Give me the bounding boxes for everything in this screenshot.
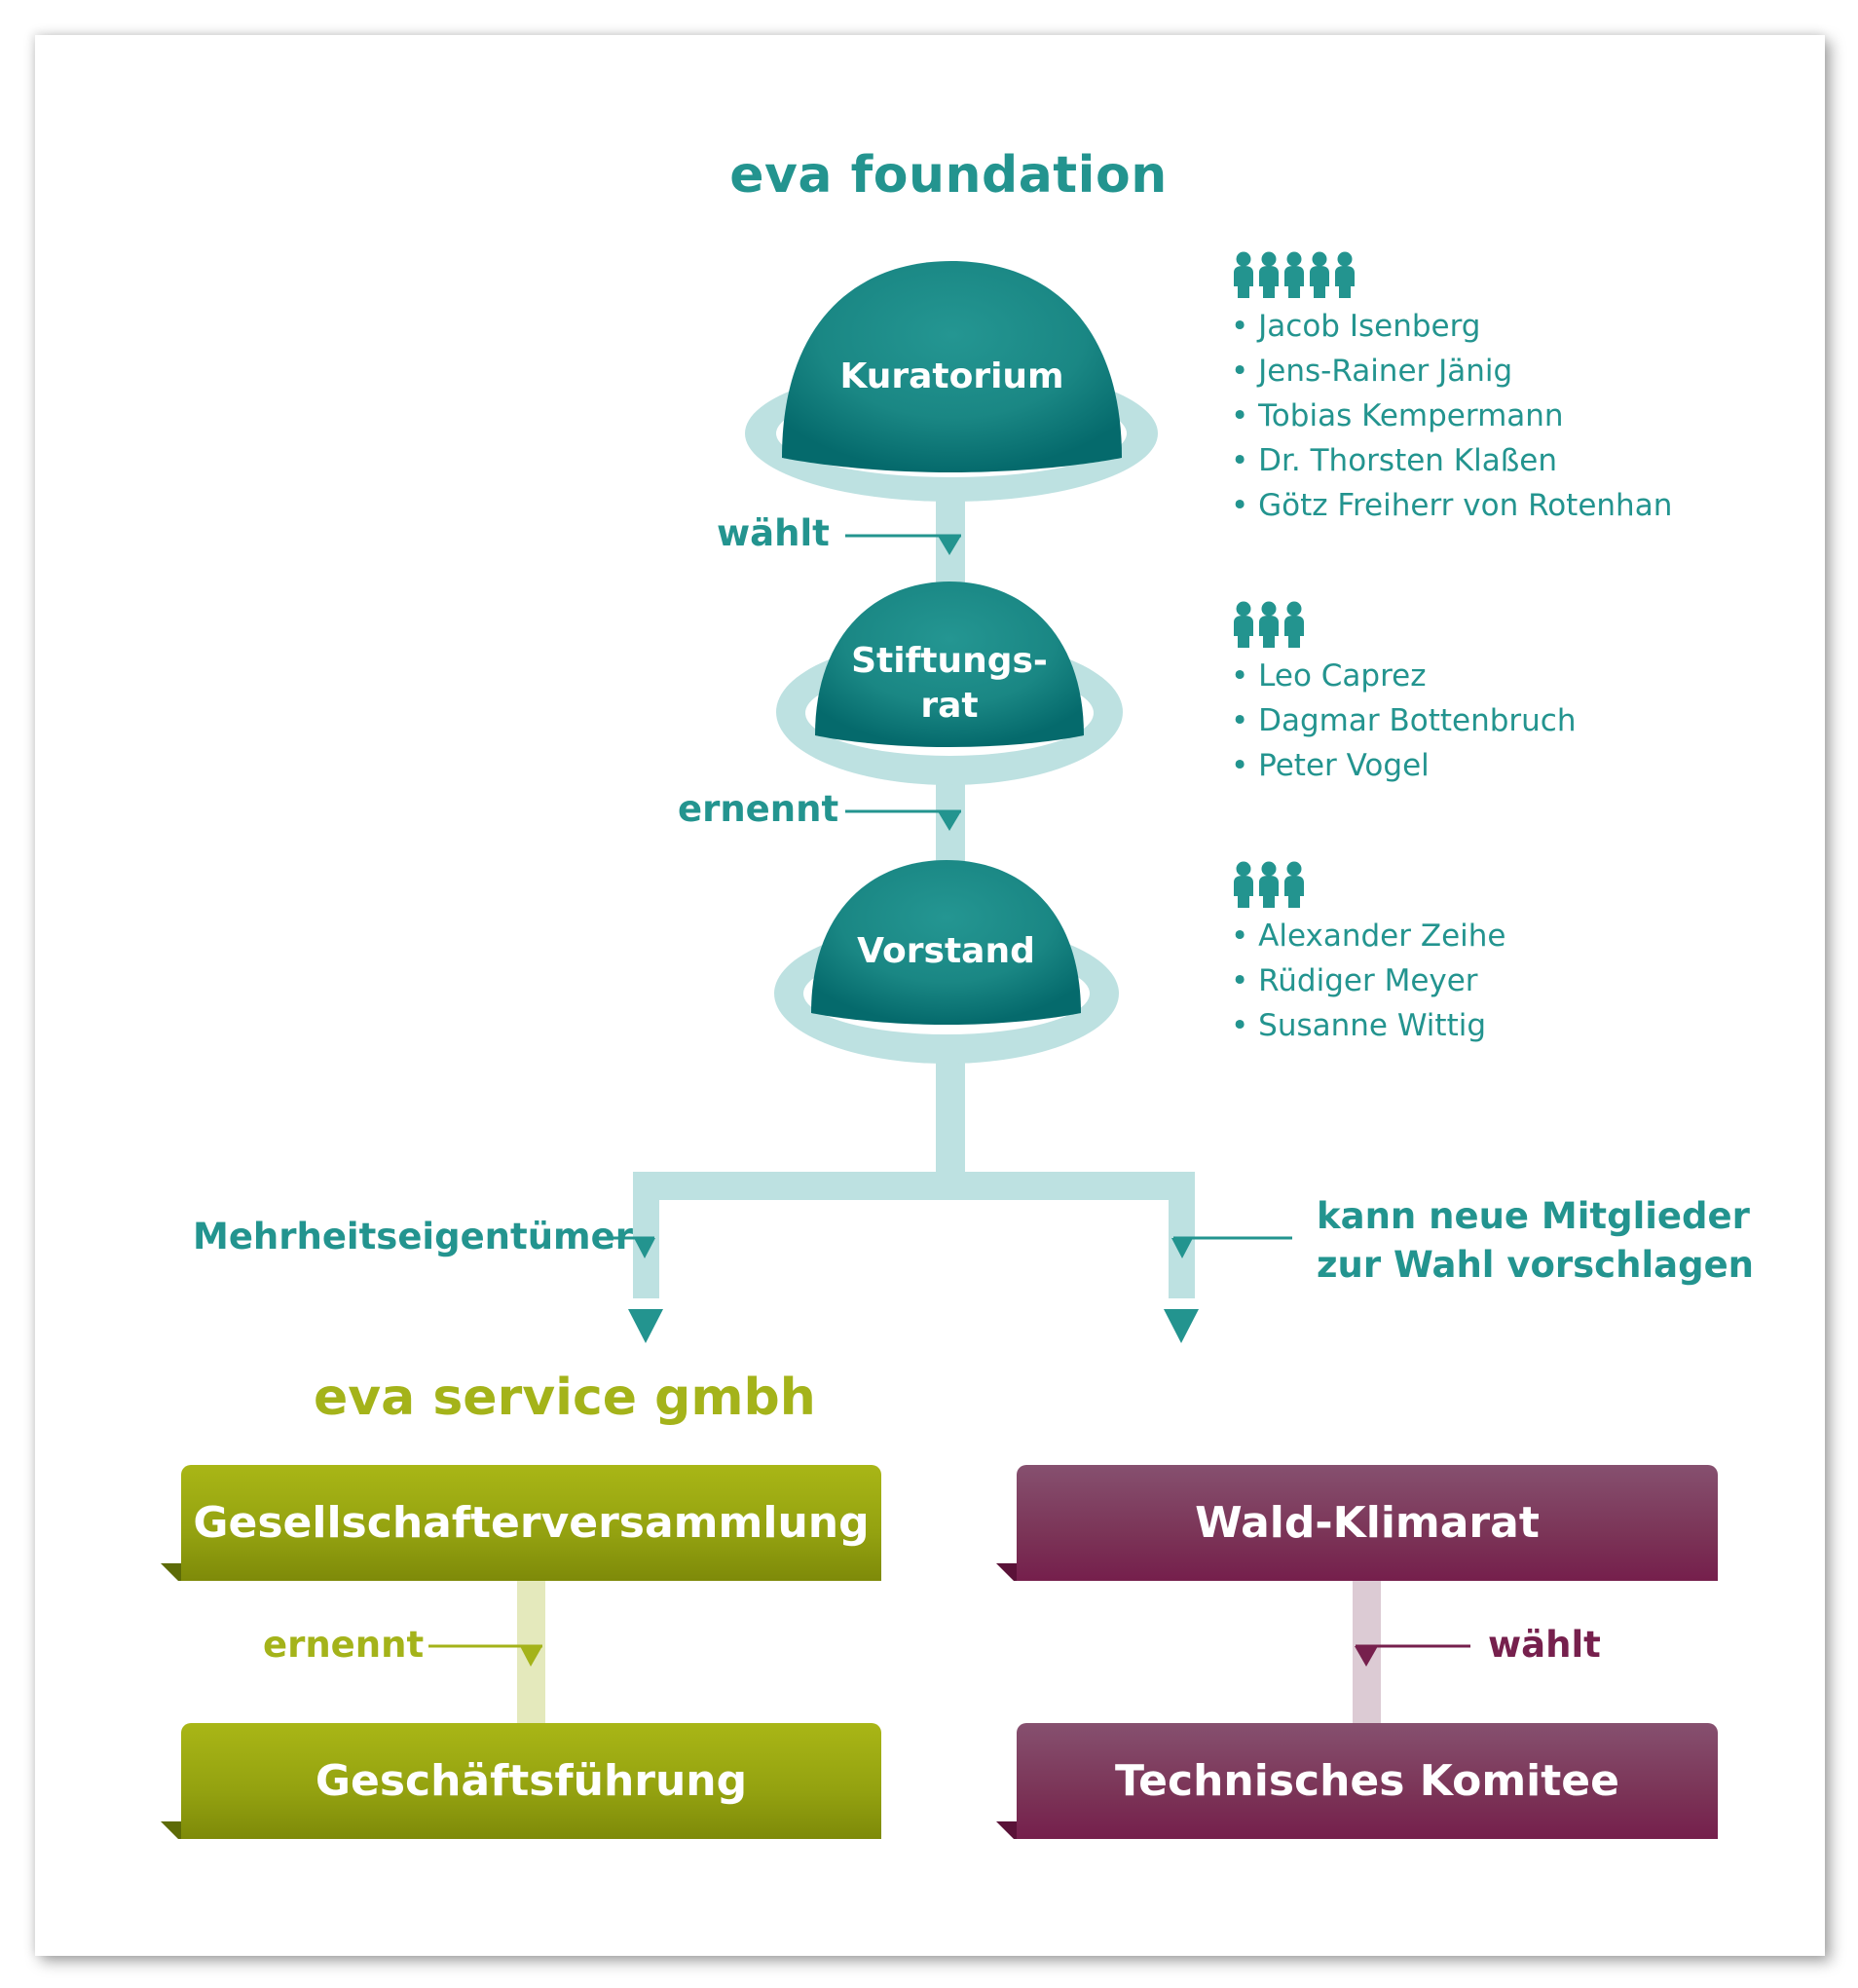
person-icon <box>1234 861 1253 908</box>
arrow-ernennt <box>845 809 961 831</box>
wald-klimarat-box: Wald-Klimarat <box>1017 1465 1718 1581</box>
stiftungsrat-dome <box>776 581 1123 785</box>
member-item: • Götz Freiherr von Rotenhan <box>1231 488 1673 523</box>
vorstand-members: • Alexander Zeihe • Rüdiger Meyer • Susa… <box>1231 861 1505 1048</box>
person-icon <box>1335 251 1355 298</box>
person-icon <box>1259 861 1279 908</box>
right-branch <box>1169 1172 1195 1298</box>
member-item: • Dr. Thorsten Klaßen <box>1231 443 1557 478</box>
fold-klimarat <box>996 1563 1017 1581</box>
people-group-icon-3 <box>1231 861 1505 910</box>
member-list: • Leo Caprez • Dagmar Bottenbruch • Pete… <box>1231 654 1577 788</box>
stiftungsrat-label-line1: Stiftungs- <box>851 641 1048 681</box>
arrow-ernennt-green <box>428 1644 542 1667</box>
service-title: eva service gmbh <box>314 1369 816 1427</box>
label-waehlt-purple: wählt <box>1488 1624 1601 1666</box>
member-item: • Peter Vogel <box>1231 748 1430 783</box>
member-item: • Leo Caprez <box>1231 658 1427 694</box>
arrow-to-service <box>628 1309 663 1343</box>
vorstand-label: Vorstand <box>857 931 1035 971</box>
arrow-to-klimarat <box>1164 1309 1199 1343</box>
split-bar <box>633 1172 1195 1200</box>
kuratorium-members: • Jacob Isenberg • Jens-Rainer Jänig • T… <box>1231 251 1672 528</box>
person-icon <box>1234 251 1253 298</box>
kuratorium-label: Kuratorium <box>839 356 1064 396</box>
person-icon <box>1234 601 1253 648</box>
member-list: • Jacob Isenberg • Jens-Rainer Jänig • T… <box>1231 304 1672 528</box>
label-mehrheitseigentuemer: Mehrheitseigentümer <box>193 1216 633 1257</box>
arrow-vorschlagen <box>1171 1236 1292 1258</box>
member-item: • Rüdiger Meyer <box>1231 963 1478 998</box>
arrow-waehlt <box>845 534 961 555</box>
foundation-title: eva foundation <box>729 146 1168 205</box>
fold-gesellschafter <box>161 1563 181 1581</box>
label-waehlt: wählt <box>717 512 830 554</box>
geschaeftsfuehrung-box: Geschäftsführung <box>181 1723 881 1839</box>
person-icon <box>1284 861 1304 908</box>
technisches-komitee-box: Technisches Komitee <box>1017 1723 1718 1839</box>
fold-komitee <box>996 1821 1017 1839</box>
kuratorium-dome <box>745 261 1158 502</box>
label-ernennt-green: ernennt <box>263 1624 425 1666</box>
person-icon <box>1284 601 1304 648</box>
vorstand-dome <box>774 860 1119 1064</box>
member-list: • Alexander Zeihe • Rüdiger Meyer • Susa… <box>1231 914 1505 1048</box>
gesellschafterversammlung-box: Gesellschafterversammlung <box>181 1465 881 1581</box>
member-item: • Alexander Zeihe <box>1231 919 1506 954</box>
stiftungsrat-label-line2: rat <box>920 686 979 726</box>
member-item: • Tobias Kempermann <box>1231 398 1564 433</box>
member-item: • Dagmar Bottenbruch <box>1231 703 1577 738</box>
stiftungsrat-members: • Leo Caprez • Dagmar Bottenbruch • Pete… <box>1231 601 1577 788</box>
label-ernennt: ernennt <box>678 788 839 830</box>
person-icon <box>1259 601 1279 648</box>
member-item: • Jens-Rainer Jänig <box>1231 354 1513 389</box>
arrow-waehlt-purple <box>1355 1644 1470 1667</box>
member-item: • Susanne Wittig <box>1231 1008 1487 1043</box>
people-group-icon-5 <box>1231 251 1672 300</box>
member-item: • Jacob Isenberg <box>1231 309 1481 344</box>
people-group-icon-3 <box>1231 601 1577 650</box>
stiftungsrat-label: Stiftungs- rat <box>815 639 1084 729</box>
label-vorschlagen-line2: zur Wahl vorschlagen <box>1317 1244 1755 1286</box>
person-icon <box>1284 251 1304 298</box>
arrow-mehrheit <box>609 1236 655 1258</box>
label-vorschlagen: kann neue Mitglieder zur Wahl vorschlage… <box>1317 1192 1754 1290</box>
label-vorschlagen-line1: kann neue Mitglieder <box>1317 1195 1750 1237</box>
left-branch <box>633 1172 659 1298</box>
person-icon <box>1310 251 1329 298</box>
fold-geschaeftsfuehrung <box>161 1821 181 1839</box>
person-icon <box>1259 251 1279 298</box>
